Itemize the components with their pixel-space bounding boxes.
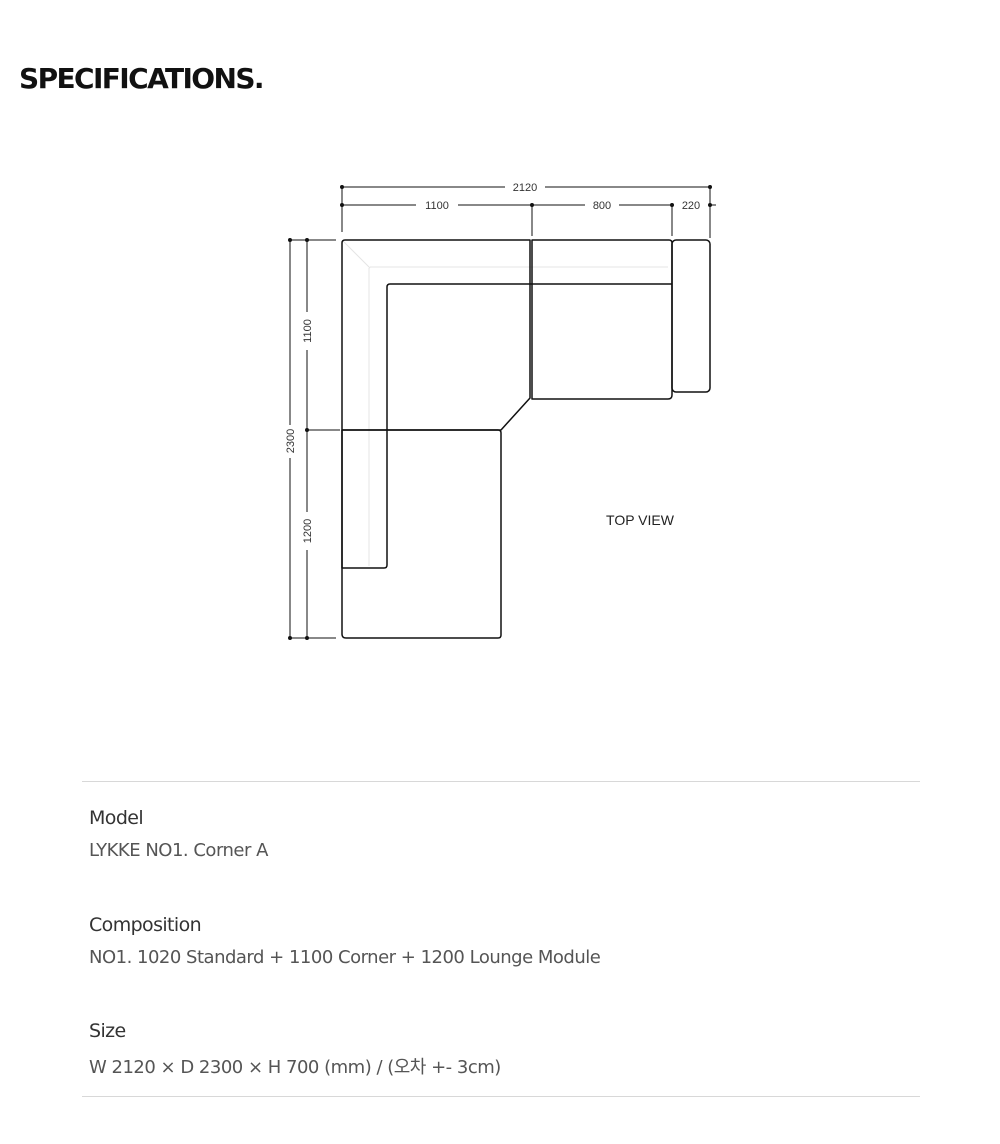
dim-total-depth: 2300 — [285, 429, 297, 453]
spec-label: Model — [89, 807, 144, 829]
dim-standard-width: 800 — [593, 200, 611, 212]
standard-module — [531, 239, 673, 400]
spec-value: LYKKE NO1. Corner A — [89, 840, 268, 861]
backrest-guides — [342, 240, 668, 566]
dimension-lines — [289, 186, 716, 639]
spec-label: Composition — [89, 914, 202, 936]
dimension-dots — [288, 185, 712, 640]
divider-top — [82, 781, 920, 782]
lounge-module — [341, 429, 502, 639]
spec-size: Size W 2120 × D 2300 × H 700 (mm) / (오차 … — [89, 1020, 501, 1079]
dim-corner-depth: 1100 — [302, 319, 314, 343]
sofa-top-view-diagram: 2120 1100 800 220 2300 1100 1200 TOP VIE… — [285, 182, 716, 640]
sofa-modules — [341, 239, 711, 639]
dim-total-width: 2120 — [513, 182, 537, 194]
arm-module — [671, 239, 711, 393]
page-title: SPECIFICATIONS. — [19, 62, 265, 95]
top-view-label: TOP VIEW — [606, 512, 675, 528]
spec-value: W 2120 × D 2300 × H 700 (mm) / (오차 +- 3c… — [89, 1057, 501, 1078]
spec-label: Size — [89, 1020, 126, 1042]
divider-bottom — [82, 1096, 920, 1097]
spec-composition: Composition NO1. 1020 Standard + 1100 Co… — [89, 914, 601, 968]
dim-arm-width: 220 — [682, 200, 700, 212]
spec-model: Model LYKKE NO1. Corner A — [89, 807, 268, 861]
dim-lounge-depth: 1200 — [302, 519, 314, 543]
spec-value: NO1. 1020 Standard + 1100 Corner + 1200 … — [89, 947, 601, 968]
dim-corner-width: 1100 — [425, 200, 449, 212]
corner-module — [341, 239, 531, 431]
